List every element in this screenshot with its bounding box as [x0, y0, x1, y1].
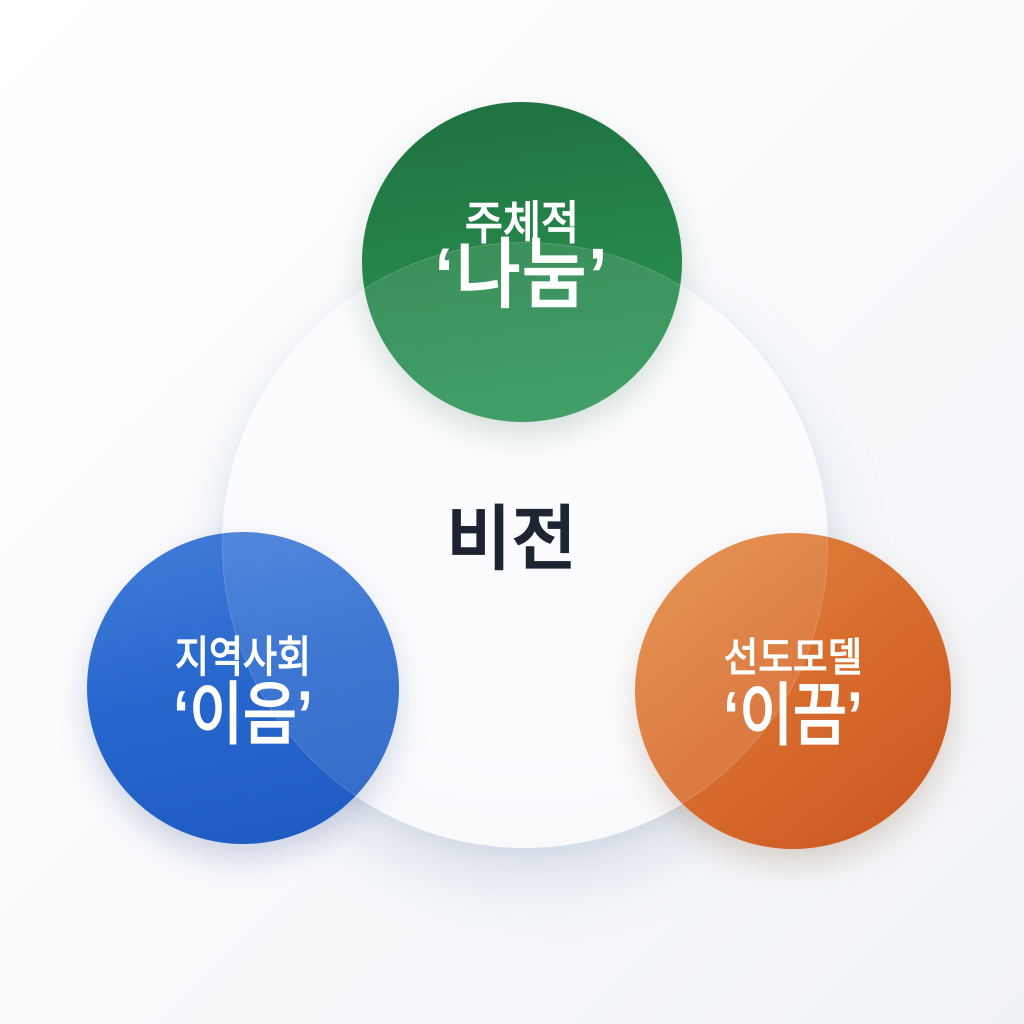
circle-connecting	[87, 532, 399, 844]
label-sharing-line2: ‘나눔’	[434, 233, 610, 318]
label-leading-line2: ‘이끔’	[722, 678, 864, 754]
label-sharing-line1: 주체적	[464, 197, 580, 249]
circle-leading	[635, 533, 951, 849]
label-connecting-line2: ‘이음’	[172, 677, 314, 753]
circle-vision-overlay	[222, 242, 828, 848]
label-connecting-line1: 지역사회	[174, 634, 312, 682]
circle-sharing	[362, 102, 682, 422]
vision-title: 비전	[446, 500, 578, 579]
label-leading-line1: 선도모델	[723, 636, 863, 680]
